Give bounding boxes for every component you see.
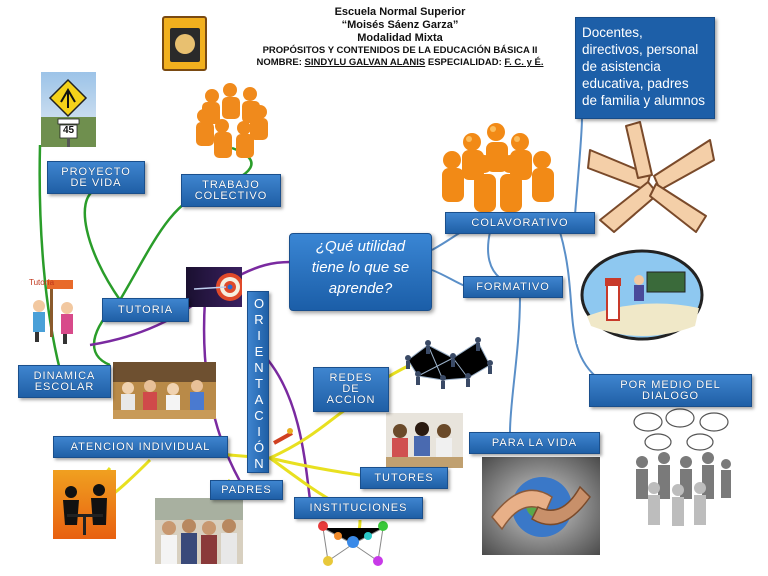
- school-subtitle: “Moisés Sáenz Garza”: [200, 19, 600, 32]
- school-name: Escuela Normal Superior: [200, 6, 600, 19]
- link-colaborativo-formativo: [488, 232, 500, 278]
- document-header: Escuela Normal Superior “Moisés Sáenz Ga…: [200, 6, 600, 69]
- orientacion-letter-9: I: [248, 424, 270, 439]
- central-question-box[interactable]: ¿Qué utilidad tiene lo que se aprende?: [289, 233, 432, 311]
- docentes-line2: directivos, personal: [582, 41, 708, 58]
- dialogue-crowd-image: [628, 408, 736, 526]
- orientacion-letter-4: E: [248, 344, 270, 359]
- docentes-line1: Docentes,: [582, 24, 708, 41]
- network-people-image: [398, 330, 498, 392]
- nombre-label: NOMBRE:: [257, 57, 305, 68]
- question-line2: tiene lo que se: [290, 257, 431, 278]
- orientacion-letter-8: C: [248, 408, 270, 423]
- question-line1: ¿Qué utilidad: [290, 236, 431, 257]
- node-dinamica-line1: DINAMICA: [34, 371, 96, 382]
- node-trabajo-line1: TRABAJO: [195, 180, 268, 191]
- orientacion-letter-3: I: [248, 328, 270, 343]
- orientacion-letter-1: O: [248, 296, 270, 311]
- especialidad-value: F. C. y É.: [504, 57, 543, 68]
- orientacion-letter-5: N: [248, 360, 270, 375]
- course-title: PROPÓSITOS Y CONTENIDOS DE LA EDUCACIÓN …: [200, 45, 600, 57]
- docentes-line4: educativa, padres: [582, 75, 708, 92]
- node-tutoria[interactable]: TUTORIA: [102, 298, 189, 322]
- link-formativo-paralavida: [510, 296, 520, 432]
- student-line: NOMBRE: SINDYLU GALVAN ALANIS ESPECIALID…: [200, 57, 600, 69]
- parents-group-photo: [155, 498, 243, 564]
- hands-globe-image: [482, 457, 600, 555]
- node-colaborativo-label: COLAVORATIVO: [471, 218, 568, 229]
- nombre-value: SINDYLU GALVAN ALANIS: [305, 57, 426, 68]
- node-instituciones[interactable]: INSTITUCIONES: [294, 497, 423, 519]
- node-proyecto-line2: DE VIDA: [61, 178, 131, 189]
- students-studying-photo: [386, 413, 463, 468]
- docentes-box[interactable]: Docentes, directivos, personal de asiste…: [575, 17, 715, 119]
- node-para-la-vida[interactable]: PARA LA VIDA: [469, 432, 600, 454]
- connected-figures-image: [308, 516, 398, 574]
- node-colaborativo[interactable]: COLAVORATIVO: [445, 212, 595, 234]
- node-formativo-label: FORMATIVO: [476, 282, 550, 293]
- node-tutores-label: TUTORES: [374, 473, 433, 484]
- node-dialogo-line2: DIALOGO: [620, 391, 720, 402]
- tutoria-cartoon-image: Tutoría: [27, 274, 82, 344]
- node-atencion-label: ATENCION INDIVIDUAL: [71, 442, 211, 453]
- lighthouse-classroom-image: [577, 246, 708, 344]
- classroom-photo: [113, 362, 216, 419]
- silhouette-meeting-image: [53, 470, 116, 539]
- modality: Modalidad Mixta: [200, 32, 600, 45]
- node-atencion-individual[interactable]: ATENCION INDIVIDUAL: [53, 436, 228, 458]
- orientacion-letter-11: N: [248, 456, 270, 471]
- especialidad-label: ESPECIALIDAD:: [425, 57, 504, 68]
- orientacion-letter-6: T: [248, 376, 270, 391]
- link-tutoria-proyecto: [85, 190, 120, 300]
- node-padres[interactable]: PADRES: [210, 480, 283, 500]
- docentes-line5: de familia y alumnos: [582, 92, 708, 109]
- question-line3: aprende?: [290, 278, 431, 299]
- node-dinamica-line2: ESCOLAR: [34, 382, 96, 393]
- speed-sign-number: 45: [61, 125, 76, 136]
- node-para-la-vida-label: PARA LA VIDA: [492, 438, 577, 449]
- node-trabajo-line2: COLECTIVO: [195, 191, 268, 202]
- walking-figure-image: [270, 425, 296, 447]
- link-question-formativo: [432, 270, 465, 286]
- orientacion-letter-7: A: [248, 392, 270, 407]
- orientacion-letter-2: R: [248, 312, 270, 327]
- docentes-line3: de asistencia: [582, 58, 708, 75]
- orange-group-image: [434, 120, 564, 215]
- road-sign-photo: 45: [41, 72, 96, 147]
- school-crest-logo: [162, 16, 207, 71]
- node-padres-label: PADRES: [221, 485, 271, 496]
- tutoria-sign-text: Tutoría: [29, 278, 54, 287]
- orientacion-letter-10: Ó: [248, 440, 270, 455]
- link-target-question: [240, 262, 290, 275]
- target-dart-image: [186, 267, 242, 307]
- stacked-hands-image: [580, 120, 716, 238]
- node-dialogo-line1: POR MEDIO DEL: [620, 380, 720, 391]
- node-tutoria-label: TUTORIA: [118, 305, 173, 316]
- node-orientacion[interactable]: O R I E N T A C I Ó N: [247, 291, 269, 473]
- node-proyecto-line1: PROYECTO: [61, 167, 131, 178]
- node-tutores[interactable]: TUTORES: [360, 467, 448, 489]
- node-instituciones-label: INSTITUCIONES: [310, 503, 408, 514]
- node-redes-line3: ACCION: [327, 395, 376, 406]
- node-formativo[interactable]: FORMATIVO: [463, 276, 563, 298]
- teamwork-figures-image: [192, 80, 274, 162]
